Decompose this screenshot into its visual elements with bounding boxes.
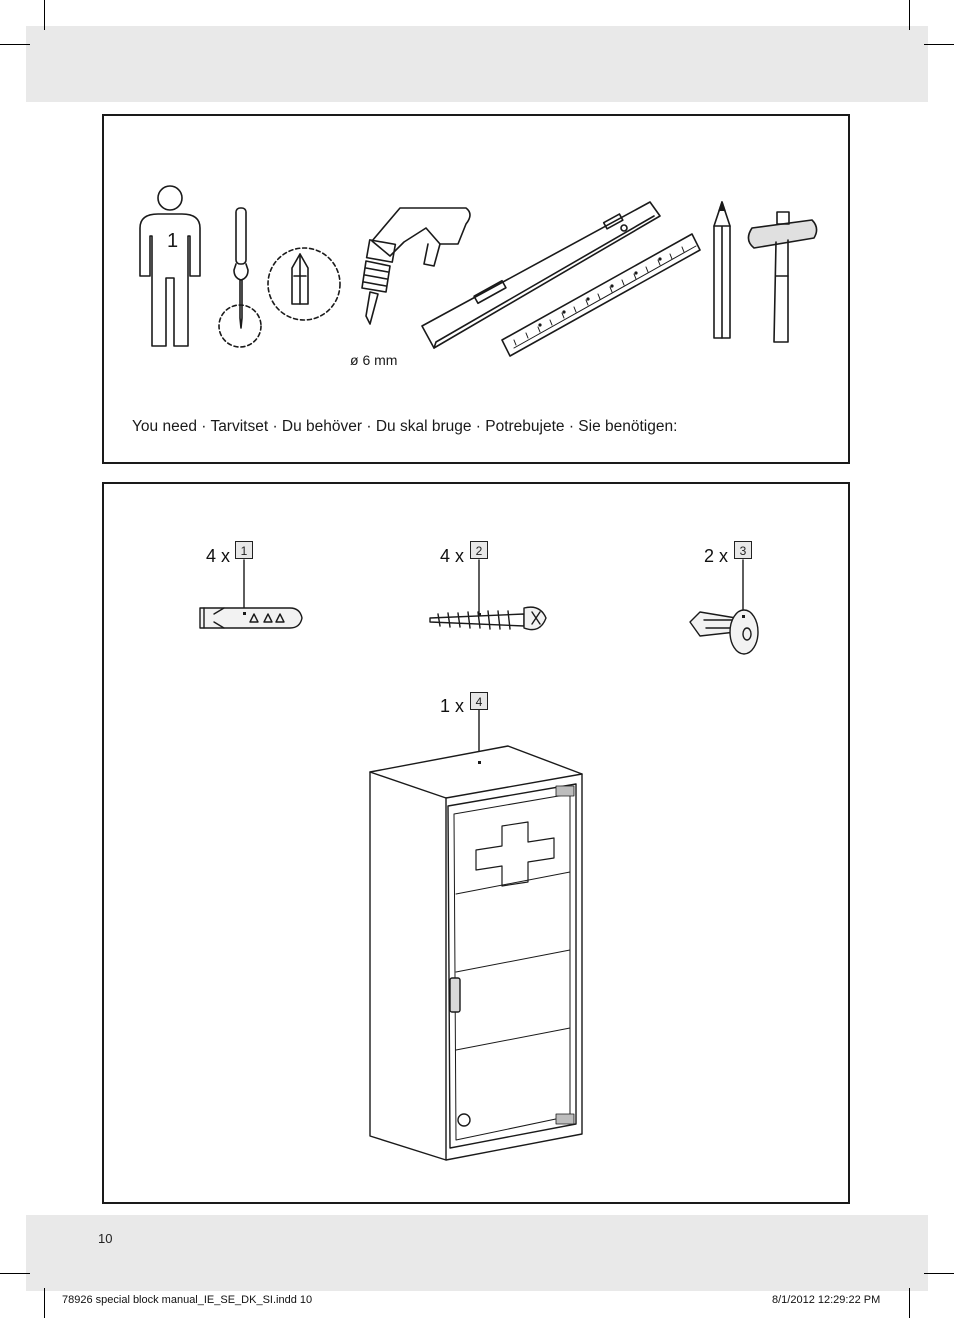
- part-4-quantity: 1 x: [440, 696, 465, 716]
- footer-datetime: 8/1/2012 12:29:22 PM: [772, 1294, 881, 1306]
- ruler-icon: [501, 233, 701, 357]
- hammer-icon: [747, 211, 818, 343]
- pencil-icon: [713, 201, 731, 339]
- part-1-quantity: 4 x: [206, 546, 231, 566]
- phillips-bit-icon: [267, 247, 341, 321]
- part-2-quantity: 4 x: [440, 546, 465, 566]
- spirit-level-icon: [421, 201, 661, 349]
- footer-filename: 78926 special block manual_IE_SE_DK_SI.i…: [62, 1294, 313, 1306]
- crop-mark: [924, 1273, 954, 1274]
- part-2-number: 2: [470, 541, 488, 559]
- you-need-label: You need · Tarvitset · Du behöver · Du s…: [132, 418, 678, 435]
- tools-illustration: [139, 185, 818, 357]
- screwdriver-icon: [233, 207, 249, 329]
- drill-icon: [361, 207, 471, 325]
- crop-mark: [924, 44, 954, 45]
- header-band: [26, 26, 928, 102]
- crop-mark: [44, 1288, 45, 1318]
- part-1-number: 1: [235, 541, 253, 559]
- ruler-ticks: [513, 246, 685, 346]
- crop-mark: [909, 0, 910, 30]
- drill-bit-size: ø 6 mm: [350, 352, 398, 368]
- crop-mark: [0, 1273, 30, 1274]
- page-number: 10: [98, 1231, 113, 1246]
- parts-panel: 4 x 1 4 x 2 2 x 3 1 x 4: [102, 482, 850, 1204]
- person-icon: [139, 185, 201, 347]
- wall-plug-icon: [199, 607, 303, 629]
- parts-illustration: [199, 559, 759, 1161]
- medicine-cabinet-icon: [369, 745, 583, 1161]
- screw-icon: [429, 606, 547, 631]
- crop-mark: [0, 44, 30, 45]
- part-3-number: 3: [734, 541, 752, 559]
- tools-panel: 1 ø 6 mm You need · Tarvitset · Du behöv…: [102, 114, 850, 464]
- crop-mark: [909, 1288, 910, 1318]
- detail-circle: [218, 304, 262, 348]
- key-icon: [689, 609, 759, 655]
- part-3-quantity: 2 x: [704, 546, 729, 566]
- footer-band: [26, 1215, 928, 1291]
- crop-mark: [44, 0, 45, 30]
- person-count: 1: [167, 230, 179, 252]
